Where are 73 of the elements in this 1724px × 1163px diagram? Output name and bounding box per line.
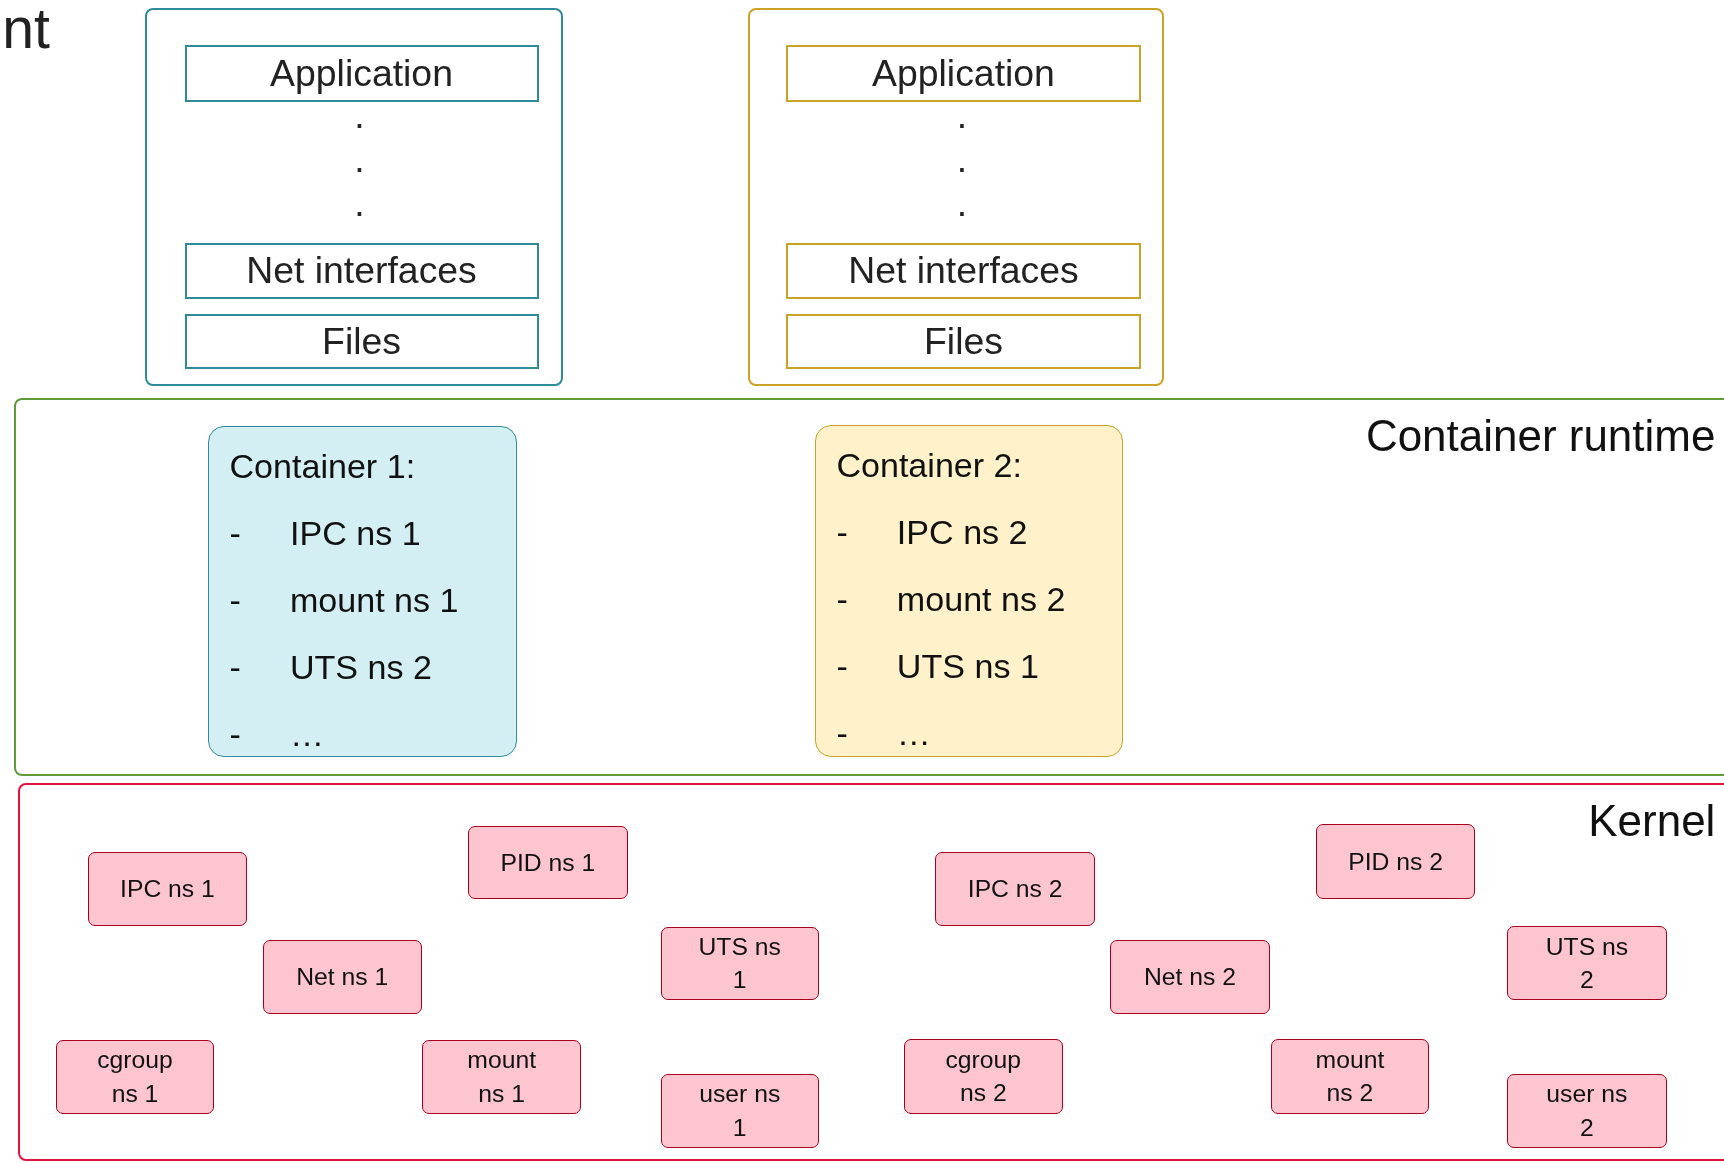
namespace-box <box>1110 939 1270 1014</box>
layer-panel <box>17 782 1724 1162</box>
namespace-label: user ns 1 <box>698 1079 782 1143</box>
namespace-box <box>1270 1038 1430 1114</box>
namespace-label: IPC ns 1 <box>120 874 215 904</box>
namespace-box <box>1507 925 1667 1001</box>
ellipsis-dot: . <box>956 140 968 179</box>
namespace-label: mount ns 1 <box>466 1045 538 1109</box>
namespace-label: UTS ns 1 <box>697 932 782 996</box>
namespace-label: user ns 2 <box>1545 1079 1629 1143</box>
container-title: Container 2: <box>836 446 1023 486</box>
layer-label: Files <box>322 323 401 361</box>
layer-box <box>785 314 1142 370</box>
list-item: … <box>896 714 931 754</box>
panel <box>747 7 1165 386</box>
layer-box <box>785 44 1142 103</box>
layer-box <box>184 242 539 299</box>
list-bullet: - <box>836 580 848 620</box>
list-item: UTS ns 1 <box>896 647 1039 687</box>
namespace-box <box>55 1039 215 1114</box>
list-bullet: - <box>229 715 241 755</box>
namespace-box <box>1315 824 1476 900</box>
panel-title: Kernel <box>1588 795 1716 846</box>
ellipsis-dot: . <box>354 184 365 223</box>
namespace-label: cgroup ns 2 <box>944 1044 1023 1109</box>
list-bullet: - <box>229 581 241 621</box>
ellipsis-dot: . <box>354 140 365 179</box>
layer-label: Application <box>270 54 453 93</box>
namespace-label: IPC ns 2 <box>967 874 1063 904</box>
list-bullet: - <box>836 513 848 553</box>
layer-label: Net interfaces <box>246 252 477 290</box>
list-item: UTS ns 2 <box>289 648 432 688</box>
namespace-box <box>903 1038 1063 1114</box>
namespace-box <box>422 1039 582 1114</box>
layer-label: Net interfaces <box>848 252 1079 290</box>
namespace-label: Net ns 1 <box>296 961 389 992</box>
namespace-box <box>660 1074 819 1148</box>
namespace-label: mount ns 2 <box>1314 1044 1386 1109</box>
layer-box <box>184 44 539 103</box>
layer-label: Files <box>924 323 1003 361</box>
namespace-label: UTS ns 2 <box>1544 931 1630 995</box>
namespace-label: cgroup ns 1 <box>96 1045 174 1109</box>
namespace-box <box>468 825 628 900</box>
ellipsis-dot: . <box>354 96 365 135</box>
namespace-label: Net ns 2 <box>1143 961 1236 992</box>
list-item: mount ns 2 <box>896 580 1066 620</box>
list-bullet: - <box>836 647 848 687</box>
layer-label: Application <box>872 54 1055 93</box>
container-title: Container 1: <box>229 447 416 487</box>
layer-panel <box>14 398 1724 777</box>
namespace-box <box>1507 1074 1667 1148</box>
list-item: IPC ns 1 <box>289 514 421 554</box>
namespace-box <box>935 851 1095 926</box>
ellipsis-dot: . <box>956 184 968 223</box>
list-bullet: - <box>229 514 241 554</box>
namespace-box <box>87 851 248 926</box>
namespace-box <box>660 926 819 1001</box>
namespace-box <box>262 939 422 1014</box>
list-bullet: - <box>836 714 848 754</box>
container-card <box>814 425 1124 758</box>
layer-box <box>184 314 539 370</box>
ellipsis-dot: . <box>956 96 968 135</box>
panel-title: Container runtime <box>1365 411 1716 461</box>
list-item: IPC ns 2 <box>896 513 1028 553</box>
container-card <box>207 426 517 758</box>
namespace-label: PID ns 2 <box>1348 847 1443 878</box>
namespace-label: PID ns 1 <box>500 847 596 878</box>
list-item: mount ns 1 <box>289 581 459 621</box>
list-item: … <box>289 715 324 755</box>
heading-fragment: nt <box>2 0 50 58</box>
layer-box <box>785 242 1142 299</box>
list-bullet: - <box>229 648 241 688</box>
panel <box>145 7 563 386</box>
